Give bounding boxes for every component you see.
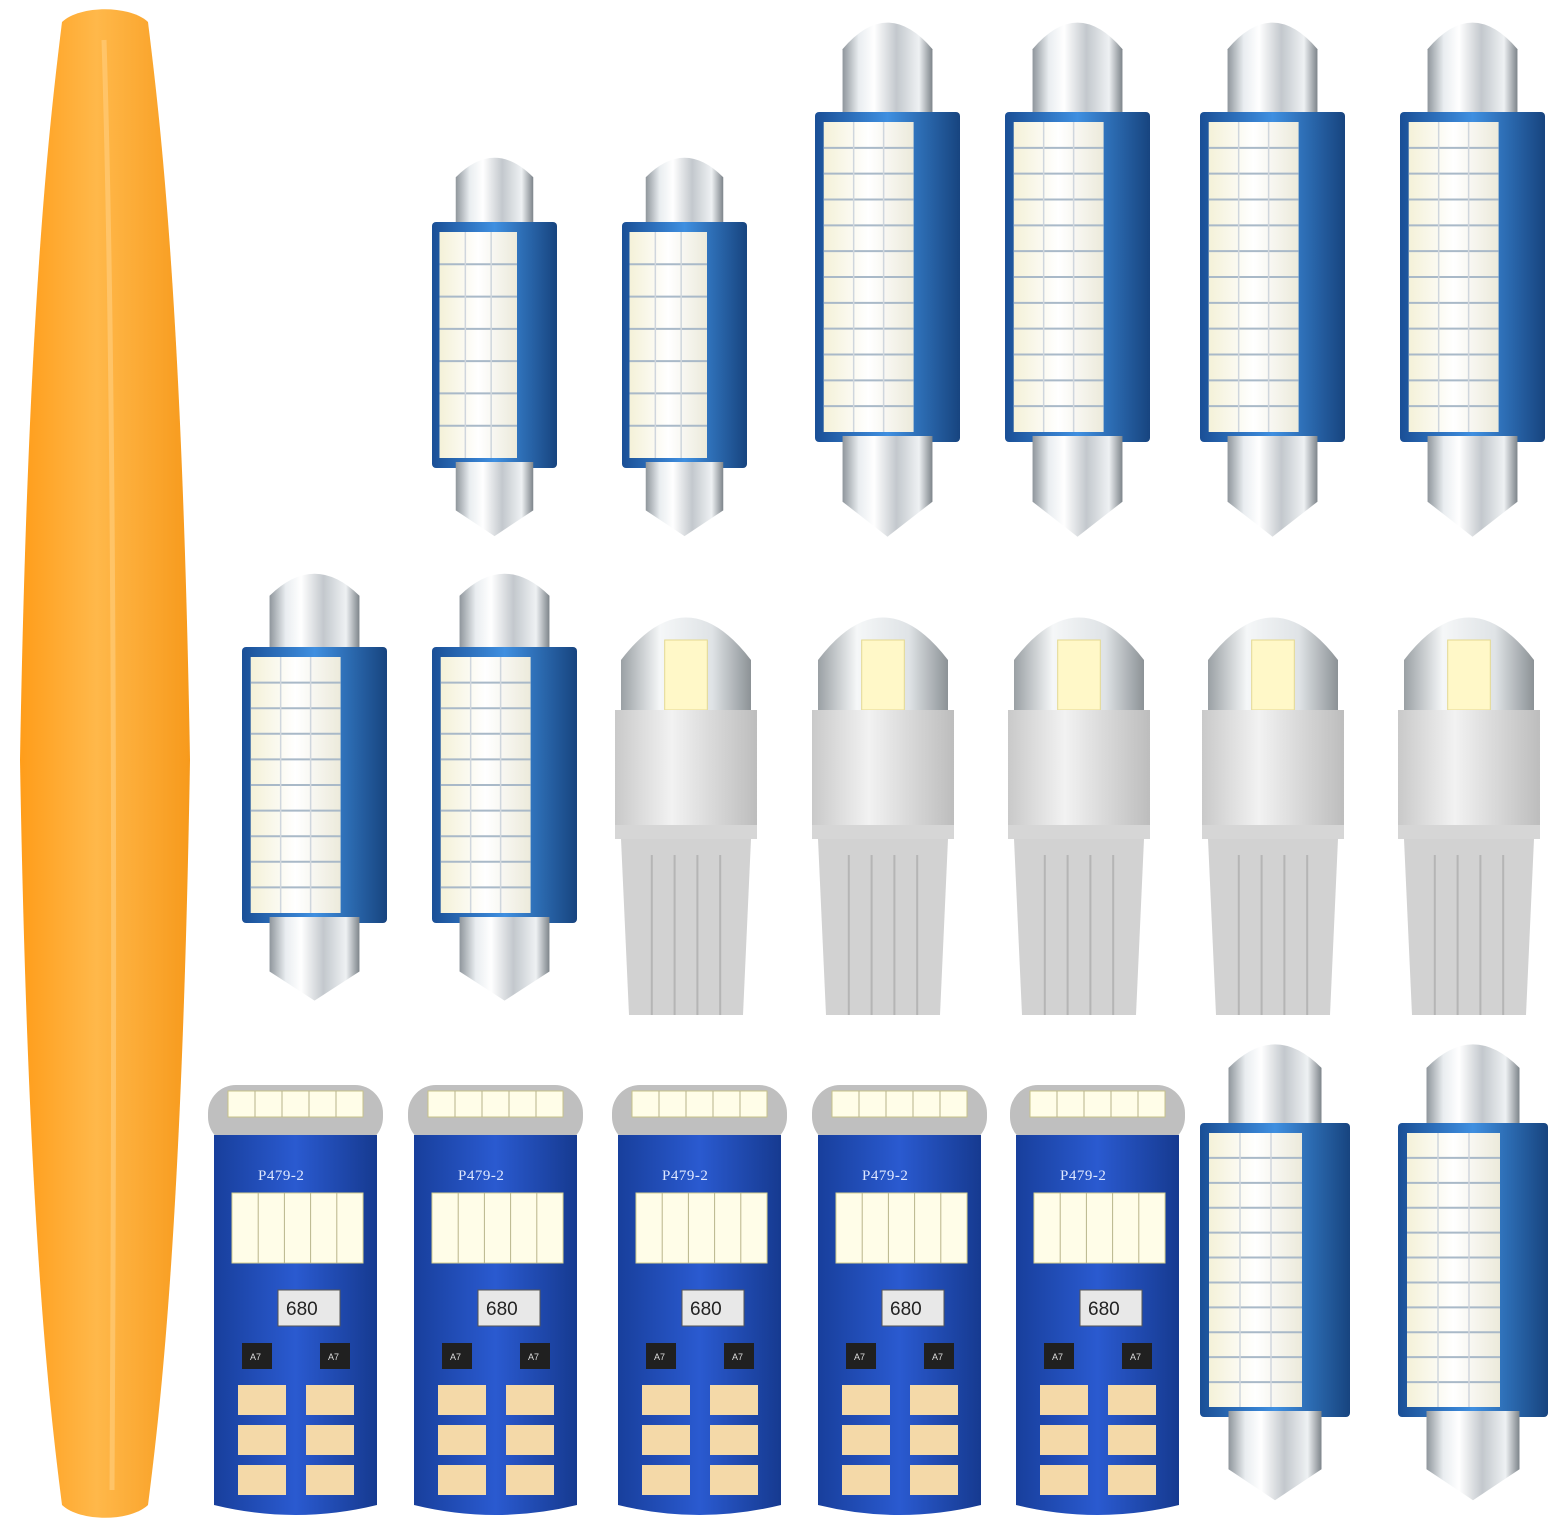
festoon-bulb-short <box>242 573 387 1001</box>
chip-label: A7 <box>528 1352 539 1362</box>
chip-label: A7 <box>250 1352 261 1362</box>
chip-label: A7 <box>1130 1352 1141 1362</box>
board-label: P479-2 <box>662 1168 708 1184</box>
festoon-bulb-long <box>1005 22 1150 537</box>
resistor-label: 680 <box>890 1299 922 1320</box>
board-label: P479-2 <box>1060 1168 1106 1184</box>
festoon-bulb-long <box>1400 22 1545 537</box>
board-label: P479-2 <box>258 1168 304 1184</box>
festoon-bulb-long <box>1200 22 1345 537</box>
chip-label: A7 <box>932 1352 943 1362</box>
resistor-label: 680 <box>486 1299 518 1320</box>
festoon-bulb-short <box>622 157 747 537</box>
chip-label: A7 <box>450 1352 461 1362</box>
chip-label: A7 <box>732 1352 743 1362</box>
chip-label: A7 <box>854 1352 865 1362</box>
board-label: P479-2 <box>862 1168 908 1184</box>
festoon-bulb-long <box>1200 1044 1350 1501</box>
t10-wedge-bulb <box>615 617 757 1015</box>
chip-label: A7 <box>328 1352 339 1362</box>
festoon-bulb-short <box>432 157 557 537</box>
t10-wedge-bulb <box>1008 617 1150 1015</box>
festoon-bulb-long <box>815 22 960 537</box>
t10-wedge-bulb <box>812 617 954 1015</box>
resistor-label: 680 <box>1088 1299 1120 1320</box>
board-label: P479-2 <box>458 1168 504 1184</box>
resistor-label: 680 <box>286 1299 318 1320</box>
resistor-label: 680 <box>690 1299 722 1320</box>
chip-label: A7 <box>1052 1352 1063 1362</box>
festoon-bulb-short <box>432 573 577 1001</box>
trim-removal-tool <box>20 9 190 1518</box>
chip-label: A7 <box>654 1352 665 1362</box>
festoon-bulb-long <box>1398 1044 1548 1501</box>
t10-wedge-bulb <box>1202 617 1344 1015</box>
t10-wedge-bulb <box>1398 617 1540 1015</box>
